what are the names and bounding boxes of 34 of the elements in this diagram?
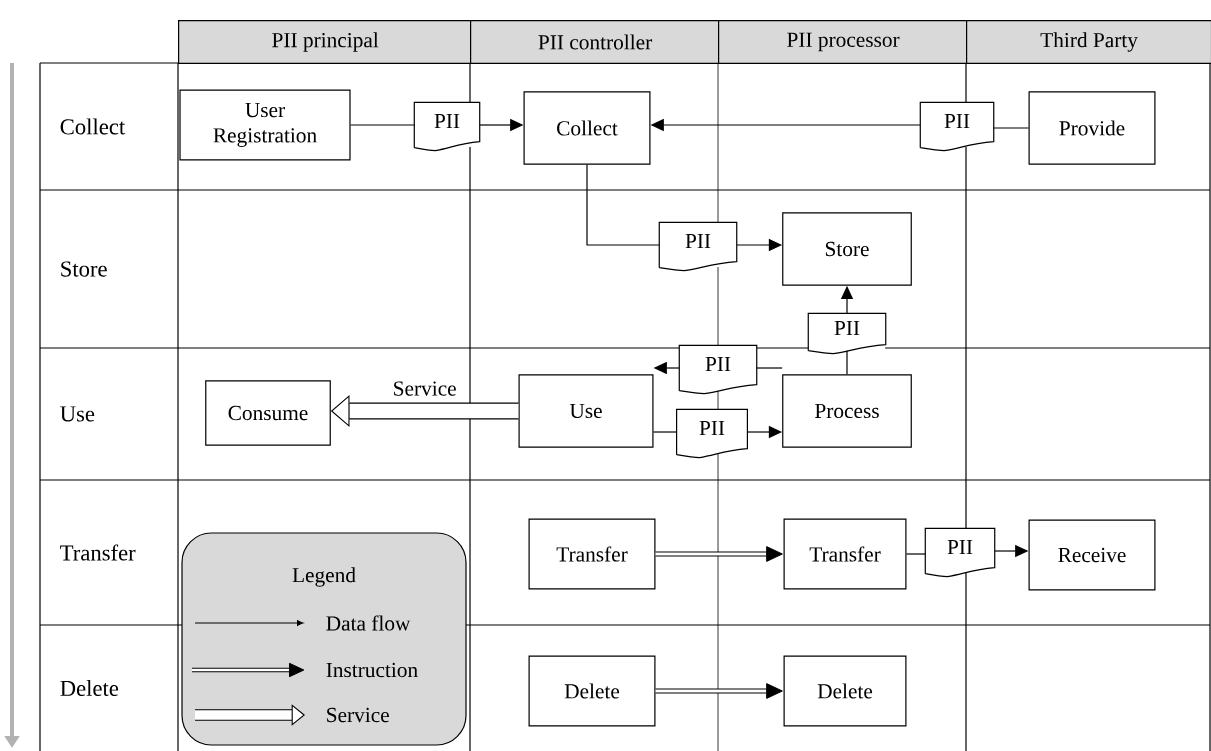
document-shape: PII xyxy=(919,101,995,152)
edge-label: Service xyxy=(391,380,458,398)
row-label: Transfer xyxy=(60,544,136,561)
process-box: Store xyxy=(782,212,912,286)
process-box: Use xyxy=(518,374,654,448)
row-label: Delete xyxy=(60,680,119,696)
arrow xyxy=(655,683,783,699)
process-box: Transfer xyxy=(783,518,907,590)
process-box: Receive xyxy=(1028,519,1156,591)
header-cell: Third Party xyxy=(966,20,1211,65)
document-shape: PII xyxy=(658,221,738,272)
legend-title: Legend xyxy=(292,567,356,587)
process-box: Transfer xyxy=(528,518,656,590)
legend-label: Data flow xyxy=(326,615,411,631)
row-label: Use xyxy=(60,406,95,422)
process-box: Delete xyxy=(528,655,656,727)
process-box: Collect xyxy=(523,91,651,165)
document-shape: PII xyxy=(676,408,748,459)
process-box: User Registration xyxy=(179,89,351,161)
process-box: Provide xyxy=(1028,91,1156,165)
arrow xyxy=(655,546,783,562)
document-shape: PII xyxy=(413,101,481,152)
header-cell: PII processor xyxy=(718,20,969,65)
header-cell: PII controller xyxy=(470,20,721,65)
legend-label: Service xyxy=(327,707,389,723)
row-label: Collect xyxy=(60,118,126,135)
process-box: Delete xyxy=(783,655,907,727)
document-shape: PII xyxy=(924,527,996,578)
document-shape: PII xyxy=(807,312,887,355)
document-shape: PII xyxy=(678,344,758,395)
header-cell: PII principal xyxy=(178,20,473,65)
row-label: Store xyxy=(61,261,107,277)
legend-label: Instruction xyxy=(326,662,418,678)
process-box: Process xyxy=(782,374,912,448)
